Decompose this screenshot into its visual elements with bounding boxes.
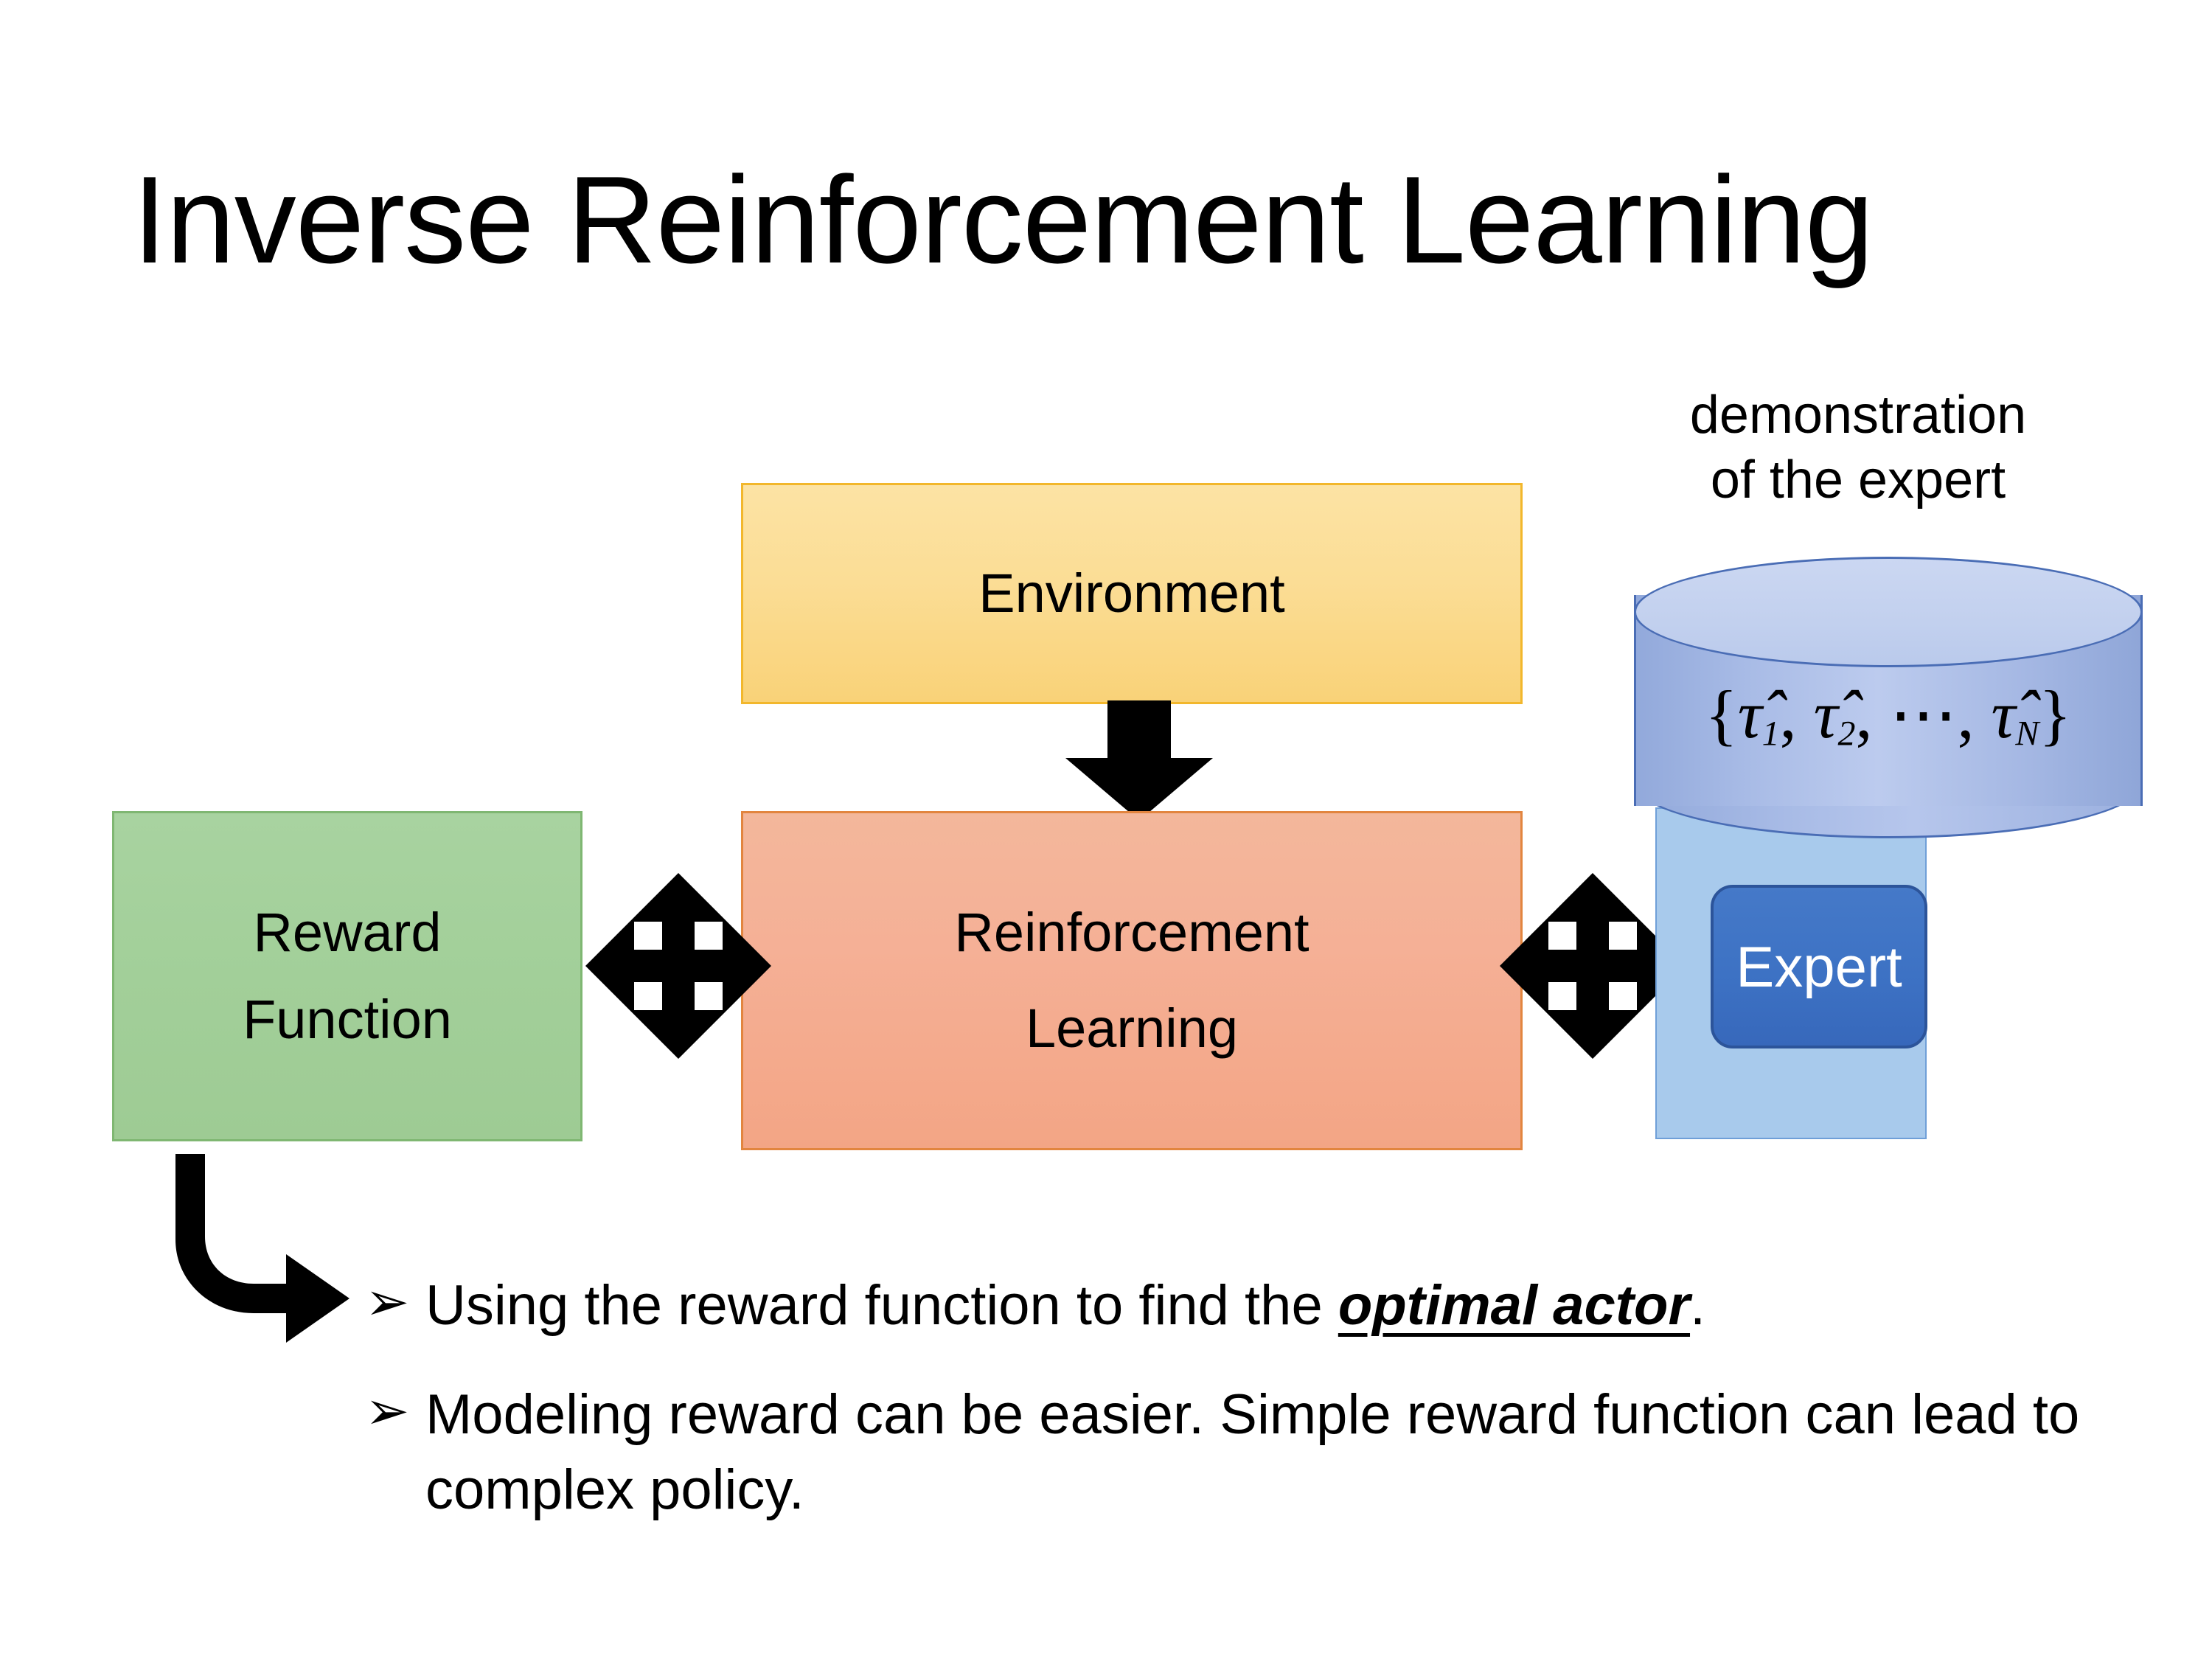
reward-label: Reward Function <box>243 900 452 1054</box>
bullet-list: ➢ Using the reward function to find the … <box>365 1268 2120 1561</box>
reward-label-line1: Reward <box>253 901 442 963</box>
bullet-1-text-before: Using the reward function to find the <box>425 1274 1338 1337</box>
quad-arrow-icon-right <box>1500 873 1686 1059</box>
bullet-1-text-after: . <box>1690 1274 1706 1337</box>
bullet-2-line1: Modeling reward can be easier. Simple re… <box>425 1382 1579 1446</box>
environment-label: Environment <box>978 562 1285 624</box>
demonstration-label-line2: of the expert <box>1710 450 2006 509</box>
bullet-marker-icon: ➢ <box>365 1381 410 1441</box>
formula-tau-2: τ̂ <box>1813 677 1838 752</box>
page-title: Inverse Reinforcement Learning <box>132 150 1874 289</box>
formula-sub-2: 2 <box>1837 714 1856 754</box>
bullet-marker-icon: ➢ <box>365 1273 410 1332</box>
list-item: ➢ Modeling reward can be easier. Simple … <box>365 1377 2120 1528</box>
rl-label: Reinforcement Learning <box>954 900 1309 1062</box>
elbow-arrow-icon <box>175 1154 349 1343</box>
demonstration-label: demonstration of the expert <box>1615 383 2101 513</box>
demonstration-cylinder[interactable]: {τ̂1, τ̂2, ⋯, τ̂N} <box>1634 557 2143 844</box>
quad-arrow-icon-left <box>585 873 771 1059</box>
environment-box[interactable]: Environment <box>741 483 1523 704</box>
cylinder-top-ellipse <box>1634 557 2143 667</box>
formula-sub-n: N <box>2015 714 2039 754</box>
formula-open-brace: { <box>1705 677 1738 752</box>
reinforcement-learning-box[interactable]: Reinforcement Learning <box>741 811 1523 1150</box>
demonstration-label-line1: demonstration <box>1689 386 2027 445</box>
bullet-2-line2: function can lead to complex policy. <box>425 1382 2080 1521</box>
list-item: ➢ Using the reward function to find the … <box>365 1268 2120 1343</box>
trajectory-set-formula: {τ̂1, τ̂2, ⋯, τ̂N} <box>1634 675 2143 754</box>
bullet-1-emphasis: optimal actor <box>1338 1274 1691 1337</box>
formula-close-brace: } <box>2039 677 2072 752</box>
rl-label-line1: Reinforcement <box>954 901 1310 963</box>
reward-label-line2: Function <box>243 989 452 1050</box>
formula-tau-1: τ̂ <box>1737 677 1762 752</box>
reward-function-box[interactable]: Reward Function <box>112 811 582 1141</box>
formula-tau-n: τ̂ <box>1991 677 2016 752</box>
formula-sub-1: 1 <box>1761 714 1780 754</box>
formula-sep-1: , <box>1779 677 1814 752</box>
expert-label: Expert <box>1736 933 1902 999</box>
down-arrow-icon <box>1065 700 1213 821</box>
formula-sep-2: , ⋯, <box>1855 677 1992 752</box>
rl-label-line2: Learning <box>1025 998 1238 1059</box>
expert-box[interactable]: Expert <box>1711 885 1927 1048</box>
